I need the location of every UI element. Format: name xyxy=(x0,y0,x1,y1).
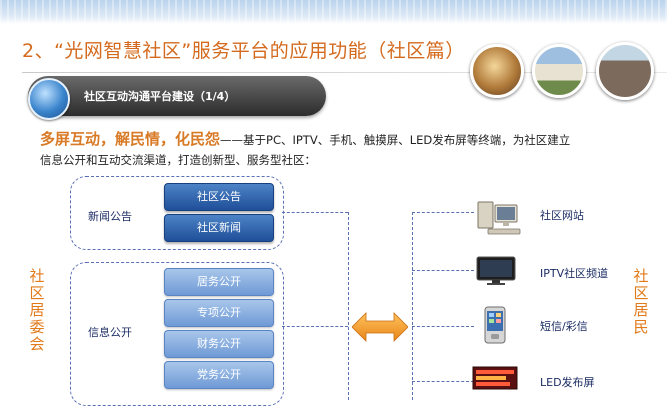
connector-line xyxy=(282,326,348,327)
bidirectional-arrow-icon xyxy=(352,312,408,342)
connector-line xyxy=(412,212,413,400)
connector-line xyxy=(348,212,349,400)
vertical-char: 民 xyxy=(633,318,649,336)
section-bubble-icon xyxy=(28,78,70,120)
intro-emphasis: 多屏互动，解民情，化民怨 xyxy=(40,130,221,148)
title-divider xyxy=(22,72,667,73)
interior-photo xyxy=(470,44,524,98)
left-vertical-label: 社 区 居 委 会 xyxy=(28,268,46,353)
connector-line xyxy=(412,381,474,382)
terminal-label-website: 社区网站 xyxy=(540,209,584,222)
finance-disclosure-button[interactable]: 财务公开 xyxy=(164,330,274,358)
connector-line xyxy=(412,212,474,213)
terminal-label-iptv: IPTV社区频道 xyxy=(540,267,609,280)
intro-line-1: 多屏互动，解民情，化民怨——基于PC、IPTV、手机、触摸屏、LED发布屏等终端… xyxy=(40,128,660,149)
party-affairs-button[interactable]: 党务公开 xyxy=(164,361,274,389)
vertical-char: 社 xyxy=(633,267,649,285)
terminal-label-sms: 短信/彩信 xyxy=(540,320,588,333)
led-screen-icon xyxy=(472,366,518,390)
vertical-char: 居 xyxy=(29,301,45,319)
news-group xyxy=(70,176,284,250)
tv-icon xyxy=(476,256,516,285)
connector-line xyxy=(412,326,474,327)
section-bar xyxy=(28,76,326,116)
vertical-char: 居 xyxy=(633,301,649,319)
community-notice-button[interactable]: 社区公告 xyxy=(164,183,274,211)
community-news-button[interactable]: 社区新闻 xyxy=(164,214,274,242)
mobile-phone-icon xyxy=(484,306,506,344)
intro-line-2: 信息公开和互动交流渠道，打造创新型、服务型社区： xyxy=(40,153,316,167)
vertical-char: 区 xyxy=(29,284,45,302)
page-title: 2、“光网智慧社区”服务平台的应用功能（社区篇） xyxy=(22,40,465,62)
special-disclosure-button[interactable]: 专项公开 xyxy=(164,299,274,327)
vertical-char: 社 xyxy=(29,267,45,285)
vertical-char: 委 xyxy=(29,318,45,336)
vertical-char: 会 xyxy=(29,335,45,353)
family-photo xyxy=(596,42,654,100)
connector-line xyxy=(282,212,348,213)
house-photo xyxy=(532,44,586,98)
section-label: 社区互动沟通平台建设（1/4） xyxy=(84,90,236,103)
intro-line-1-rest: ——基于PC、IPTV、手机、触摸屏、LED发布屏等终端，为社区建立 xyxy=(220,133,571,147)
news-group-label: 新闻公告 xyxy=(88,210,132,223)
header-band xyxy=(0,0,667,24)
right-vertical-label: 社 区 居 民 xyxy=(632,268,650,336)
connector-line xyxy=(412,270,474,271)
vertical-char: 区 xyxy=(633,284,649,302)
info-group-label: 信息公开 xyxy=(88,326,132,339)
computer-icon xyxy=(477,201,521,235)
terminal-label-led: LED发布屏 xyxy=(540,376,595,389)
residence-affairs-button[interactable]: 居务公开 xyxy=(164,268,274,296)
header-stripes xyxy=(0,0,667,24)
